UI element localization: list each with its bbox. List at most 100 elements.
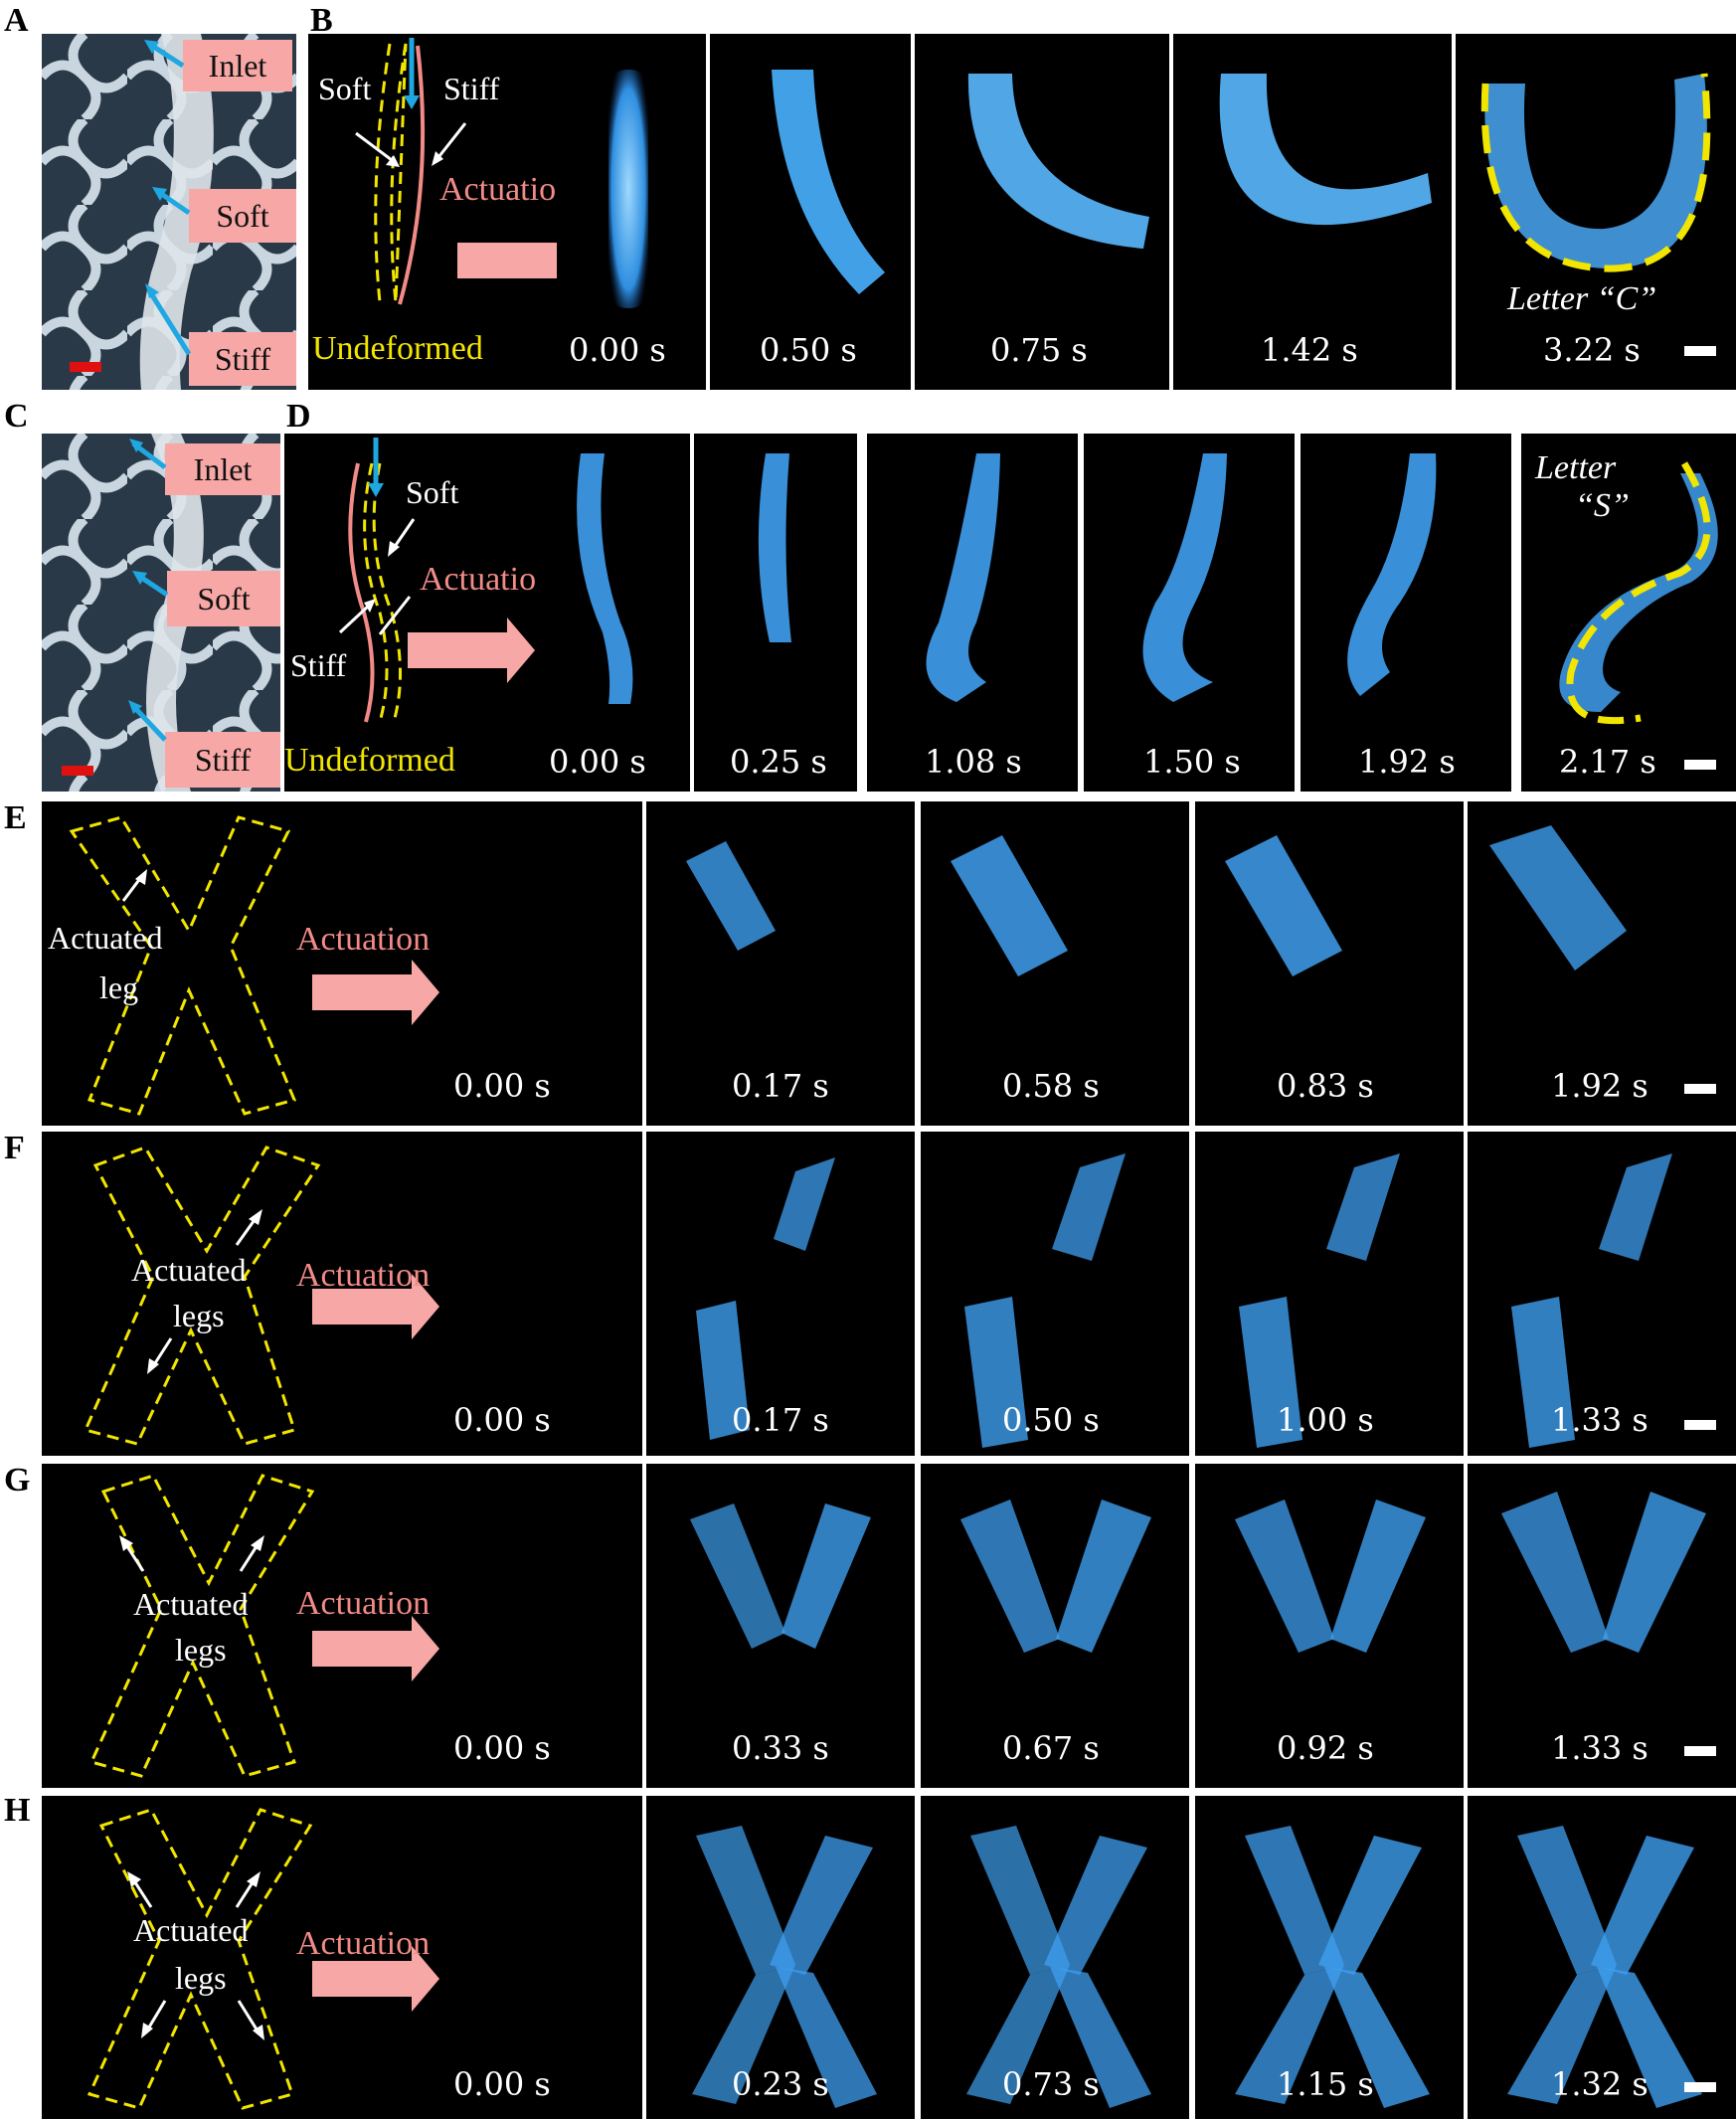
time-b-3: 0.75 s: [990, 331, 1088, 369]
label-actuation-d: Actuation: [420, 561, 554, 598]
specimen-glow: [1507, 1826, 1702, 2108]
frame-g-4: [1195, 1464, 1464, 1788]
time-e-3: 0.58 s: [1002, 1067, 1100, 1105]
specimen-glow: [686, 841, 776, 951]
specimen-glow: [692, 1826, 877, 2108]
specimen-glow: [1235, 1826, 1430, 2108]
time-h-1: 0.00 s: [453, 2065, 551, 2103]
frame-f-2: [646, 1132, 915, 1456]
time-b-1: 0.00 s: [569, 331, 666, 369]
actuation-arrow-f: [312, 1274, 439, 1339]
actuation-arrow-b: [457, 228, 585, 293]
label-undeformed-d: Undeformed: [284, 742, 455, 779]
schematic-f: [83, 1146, 439, 1446]
frame-e-4: [1195, 801, 1464, 1126]
tag-soft-c: Soft: [167, 571, 280, 626]
frame-d-1: [537, 434, 690, 792]
time-g-5: 1.33 s: [1551, 1729, 1649, 1767]
specimen-glow: [1559, 461, 1718, 725]
time-h-2: 0.23 s: [732, 2065, 829, 2103]
frame-e-5: [1468, 801, 1736, 1126]
frame-g-3: [921, 1464, 1189, 1788]
tag-inlet-a: Inlet: [183, 40, 292, 91]
time-f-3: 0.50 s: [1002, 1401, 1100, 1439]
frame-f-5: [1468, 1132, 1736, 1456]
time-d-2: 0.25 s: [730, 743, 827, 781]
specimen-glow: [577, 453, 633, 704]
time-h-3: 0.73 s: [1002, 2065, 1100, 2103]
label-actuation-f: Actuation: [296, 1257, 431, 1294]
scale-bar-e: [1684, 1084, 1716, 1094]
label-actuated-legs-h-1: Actuated: [133, 1912, 249, 1948]
specimen-glow: [964, 1153, 1126, 1448]
frame-b-1: [557, 34, 706, 390]
specimen-glow: [1347, 453, 1437, 696]
label-stiff-d: Stiff: [290, 647, 347, 683]
frame-d-6: Letter “S”: [1521, 434, 1736, 792]
time-e-4: 0.83 s: [1277, 1067, 1374, 1105]
specimen-glow: [951, 835, 1068, 976]
actuation-arrow-g: [312, 1616, 439, 1681]
scale-bar-c: [62, 766, 93, 776]
specimen-glow: [960, 1500, 1151, 1653]
panel-label-b: B: [310, 2, 333, 39]
frame-b-3: [915, 34, 1169, 390]
panel-label-h: H: [4, 1792, 31, 1829]
tag-stiff-a: Stiff: [189, 332, 296, 386]
frame-f-3: [921, 1132, 1189, 1456]
time-d-6: 2.17 s: [1559, 743, 1656, 781]
time-d-5: 1.92 s: [1358, 743, 1456, 781]
scale-bar-a: [70, 362, 101, 372]
label-letter-s-line1: Letter: [1535, 449, 1617, 486]
frame-e-3: [921, 801, 1189, 1126]
label-actuated-legs-g-1: Actuated: [133, 1586, 249, 1622]
specimen-glow: [1489, 825, 1627, 971]
tag-inlet-c: Inlet: [165, 443, 280, 495]
label-actuated-legs-f-2: legs: [173, 1298, 225, 1333]
panel-h-schematic: Actuated legs Actuation: [42, 1796, 642, 2119]
panel-g-schematic: Actuated legs Actuation: [42, 1464, 642, 1788]
specimen-glow: [758, 453, 791, 642]
scale-bar-f: [1684, 1420, 1716, 1430]
schematic-e: [69, 815, 439, 1116]
inlet-arrows-a: [144, 40, 192, 356]
label-soft-d: Soft: [406, 474, 459, 510]
specimen-glow: [967, 74, 1149, 249]
time-h-4: 1.15 s: [1277, 2065, 1374, 2103]
specimen-glow: [696, 1157, 835, 1440]
actuation-arrow-d: [408, 618, 535, 683]
specimen-glow: [1239, 1153, 1400, 1448]
scale-bar-b: [1684, 346, 1716, 356]
time-b-4: 1.42 s: [1261, 331, 1358, 369]
panel-label-d: D: [286, 398, 311, 435]
label-letter-s-line2: “S”: [1575, 487, 1630, 524]
schematic-g: [88, 1474, 439, 1778]
inlet-arrows-c: [128, 439, 169, 742]
specimen-glow: [1225, 835, 1342, 976]
label-stiff-b: Stiff: [443, 71, 500, 106]
frame-b-2: [710, 34, 911, 390]
frame-e-2: [646, 801, 915, 1126]
label-letter-c: Letter “C”: [1507, 280, 1657, 317]
time-f-5: 1.33 s: [1551, 1401, 1649, 1439]
label-undeformed-b: Undeformed: [312, 330, 483, 367]
frame-b-5: Letter “C”: [1456, 34, 1736, 390]
label-soft-b: Soft: [318, 71, 372, 106]
schematic-b: [355, 38, 585, 305]
time-d-3: 1.08 s: [925, 743, 1022, 781]
tag-stiff-c: Stiff: [165, 732, 280, 788]
time-g-4: 0.92 s: [1277, 1729, 1374, 1767]
time-d-1: 0.00 s: [549, 743, 646, 781]
specimen-glow: [1501, 1492, 1706, 1653]
panel-label-a: A: [4, 2, 29, 39]
time-f-2: 0.17 s: [732, 1401, 829, 1439]
frame-b-4: [1173, 34, 1452, 390]
actuation-arrow-e: [312, 960, 439, 1025]
scale-bar-h: [1684, 2082, 1716, 2092]
label-actuated-legs-g-2: legs: [175, 1632, 227, 1668]
time-g-2: 0.33 s: [732, 1729, 829, 1767]
panel-f-schematic: Actuated legs Actuation: [42, 1132, 642, 1456]
time-e-5: 1.92 s: [1551, 1067, 1649, 1105]
frame-h-5: [1468, 1796, 1736, 2119]
label-actuation-h: Actuation: [296, 1925, 431, 1962]
